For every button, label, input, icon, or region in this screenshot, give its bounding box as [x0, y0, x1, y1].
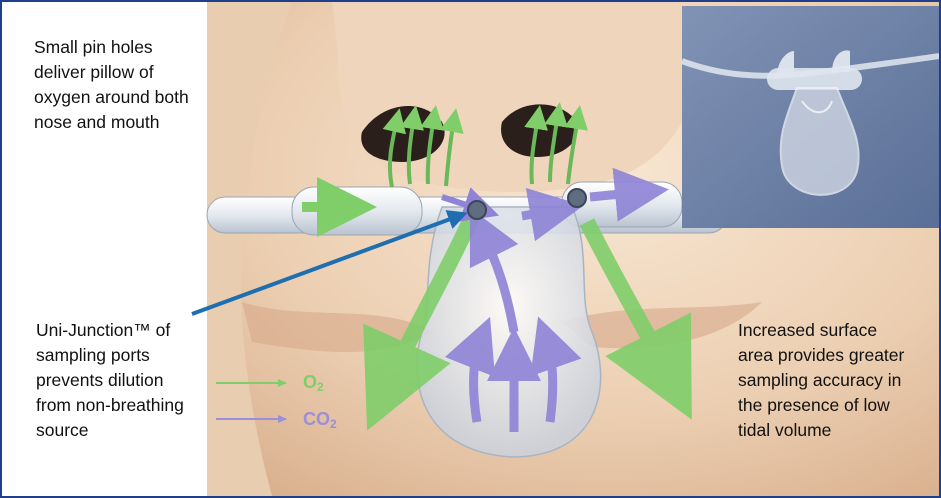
legend-co2: CO2: [303, 409, 337, 431]
callout-pin-holes: Small pin holes deliver pillow of oxygen…: [34, 35, 234, 135]
legend-o2: O2: [303, 372, 324, 394]
product-photo: [682, 6, 940, 228]
callout-uni-junction: Uni-Junction™ of sampling ports prevents…: [36, 318, 236, 443]
callout-surface-area: Increased surface area provides greater …: [738, 318, 938, 443]
